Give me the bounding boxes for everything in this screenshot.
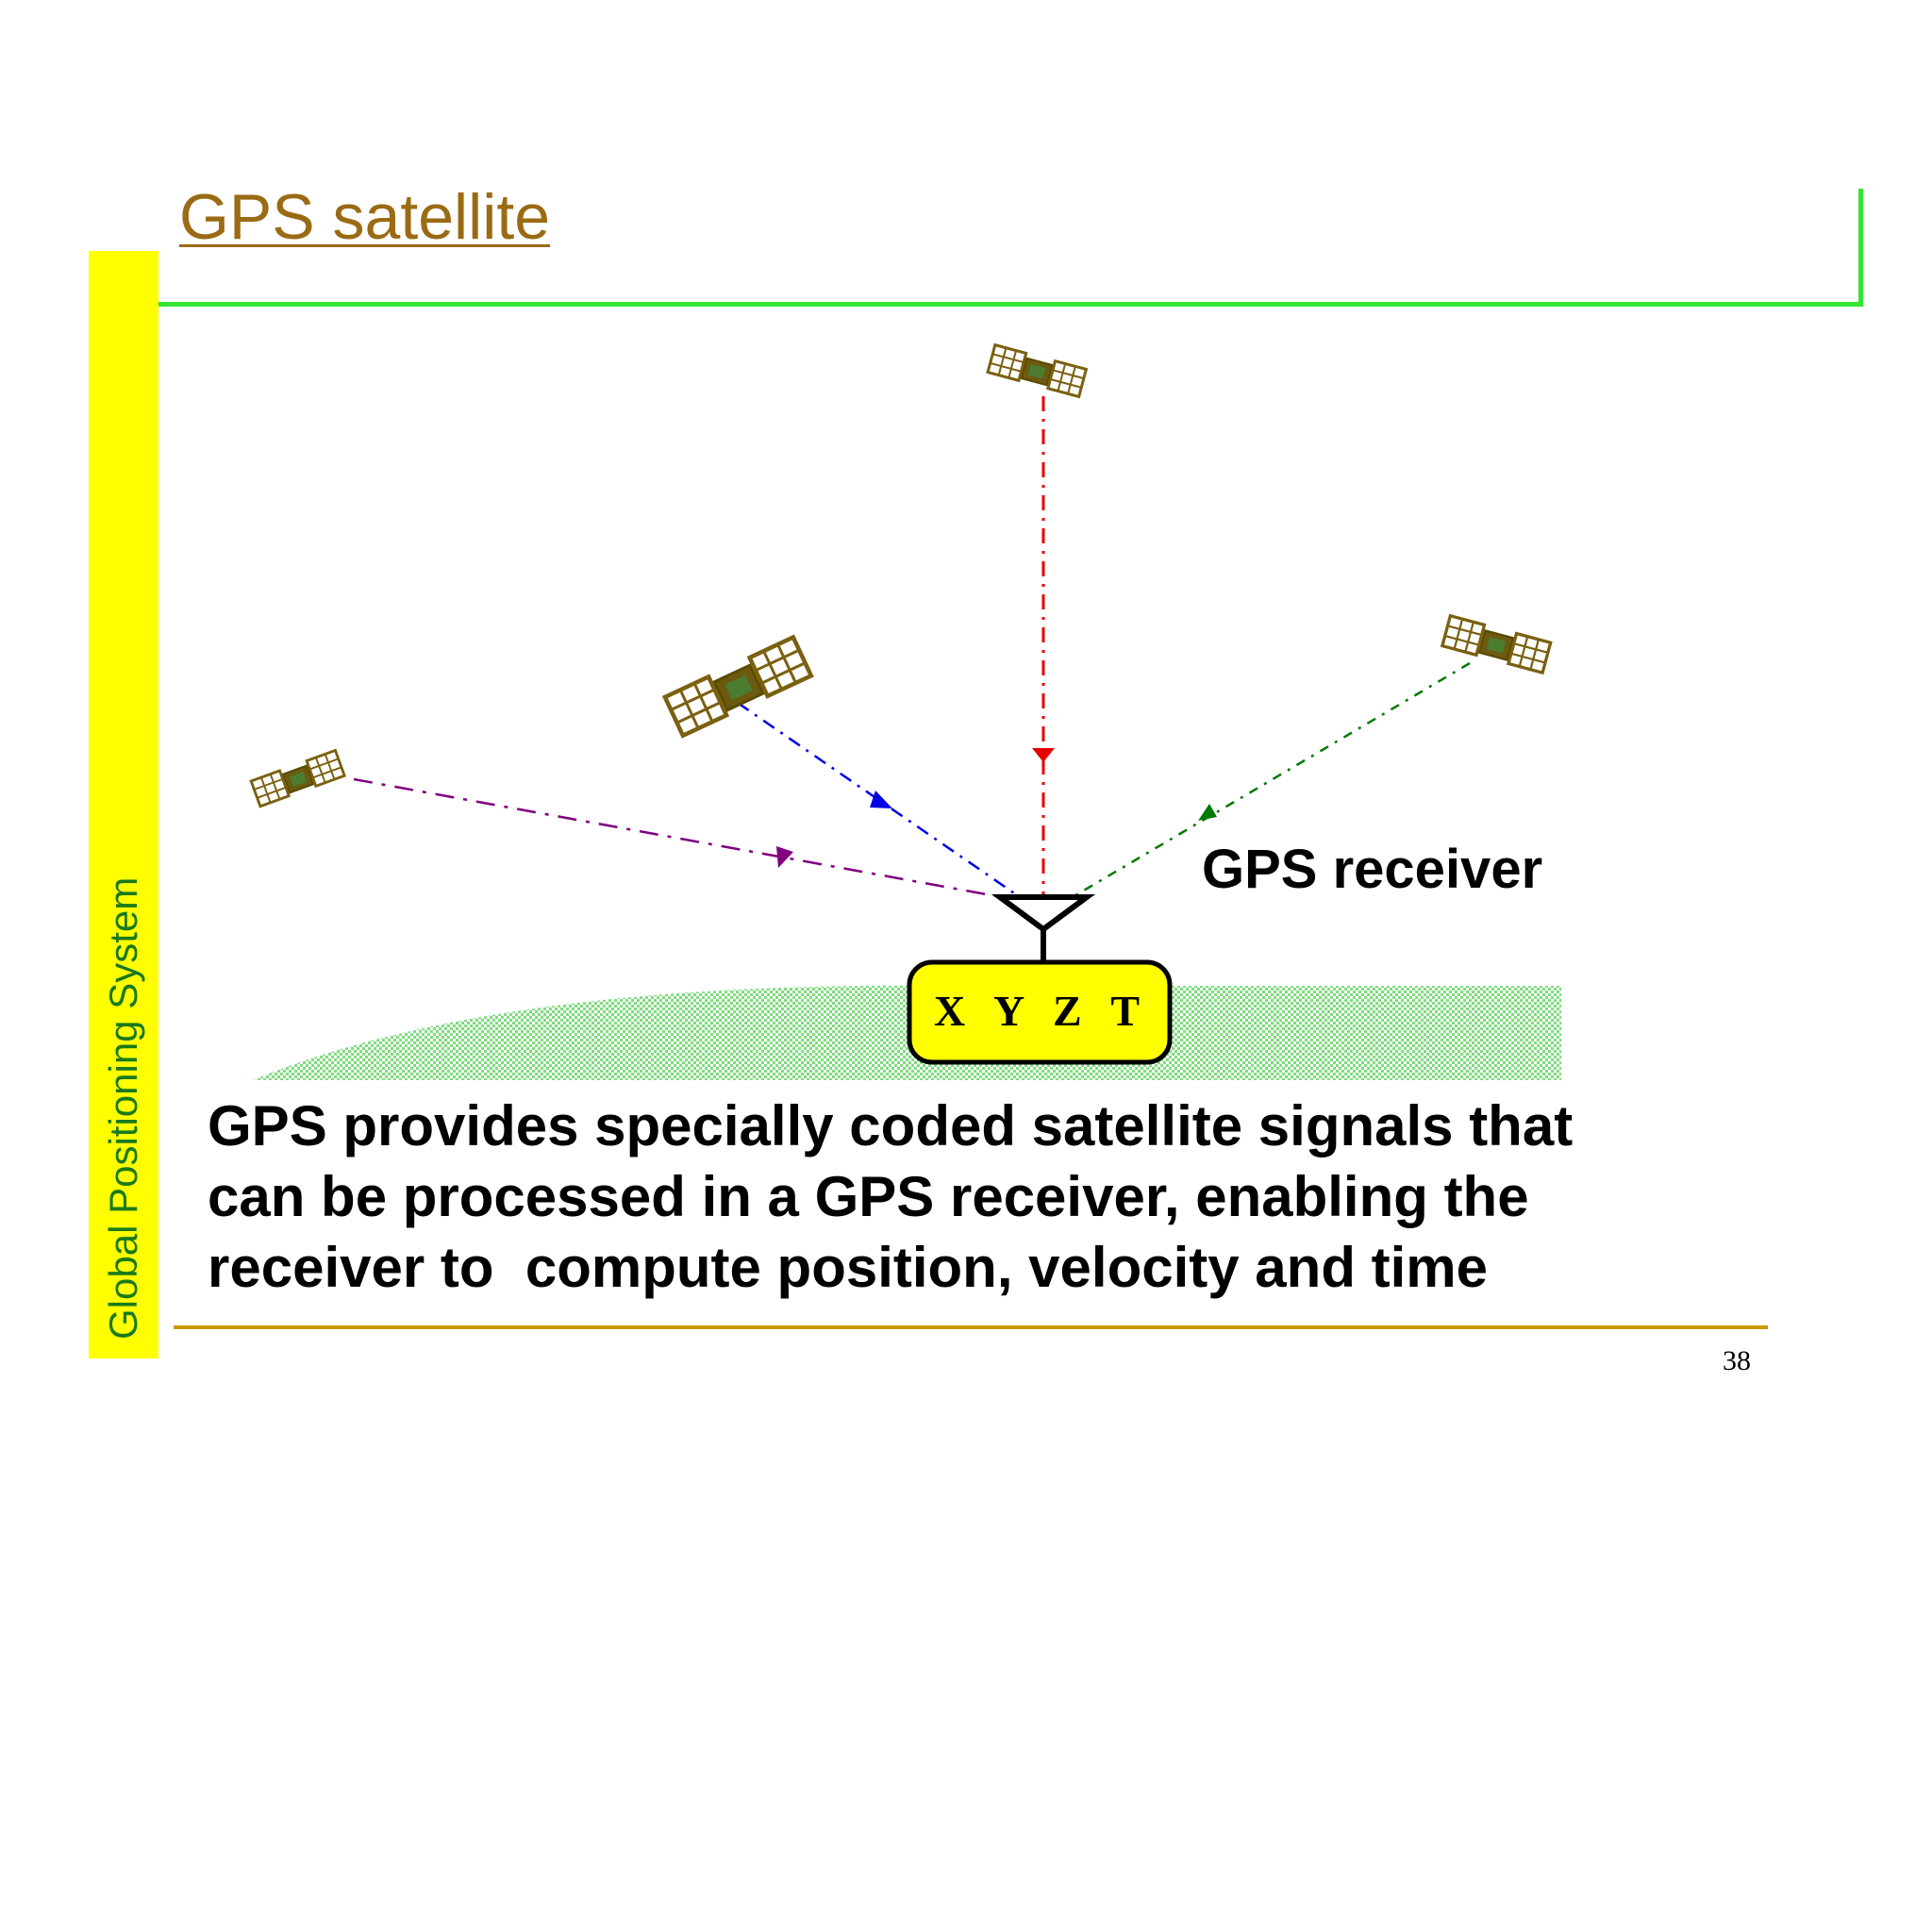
title-rule-vertical xyxy=(1858,189,1863,307)
signal-center-left-arrow xyxy=(870,791,892,808)
receiver-antenna-icon xyxy=(991,894,1096,933)
satellite-icon-right xyxy=(1441,614,1553,675)
signal-center-left xyxy=(737,701,1024,901)
title-rule-horizontal xyxy=(158,302,1863,307)
page-number: 38 xyxy=(1723,1345,1751,1376)
signal-left xyxy=(353,777,1024,903)
footer-rule xyxy=(174,1325,1768,1329)
sidebar-band xyxy=(89,251,158,1358)
receiver-box xyxy=(907,959,1173,1065)
body-line-1: GPS provides specially coded satellite s… xyxy=(208,1094,1574,1158)
satellite-icon-center-left xyxy=(665,638,811,736)
body-line-2: can be processed in a GPS receiver, enab… xyxy=(208,1165,1529,1228)
slide-title: GPS satellite xyxy=(179,181,551,253)
body-line-3: receiver to compute position, velocity a… xyxy=(208,1236,1489,1299)
signal-right xyxy=(1065,661,1471,903)
satellite-icon-left xyxy=(249,749,346,808)
signal-top-arrow xyxy=(1032,748,1055,762)
satellite-icon-top xyxy=(986,343,1088,398)
body-paragraph: GPS provides specially coded satellite s… xyxy=(208,1091,1679,1303)
receiver-readout: X Y Z T xyxy=(934,987,1149,1035)
signal-left-arrow xyxy=(776,846,793,868)
signal-right-arrow xyxy=(1198,804,1217,821)
gps-receiver-label: GPS receiver xyxy=(1202,839,1543,900)
